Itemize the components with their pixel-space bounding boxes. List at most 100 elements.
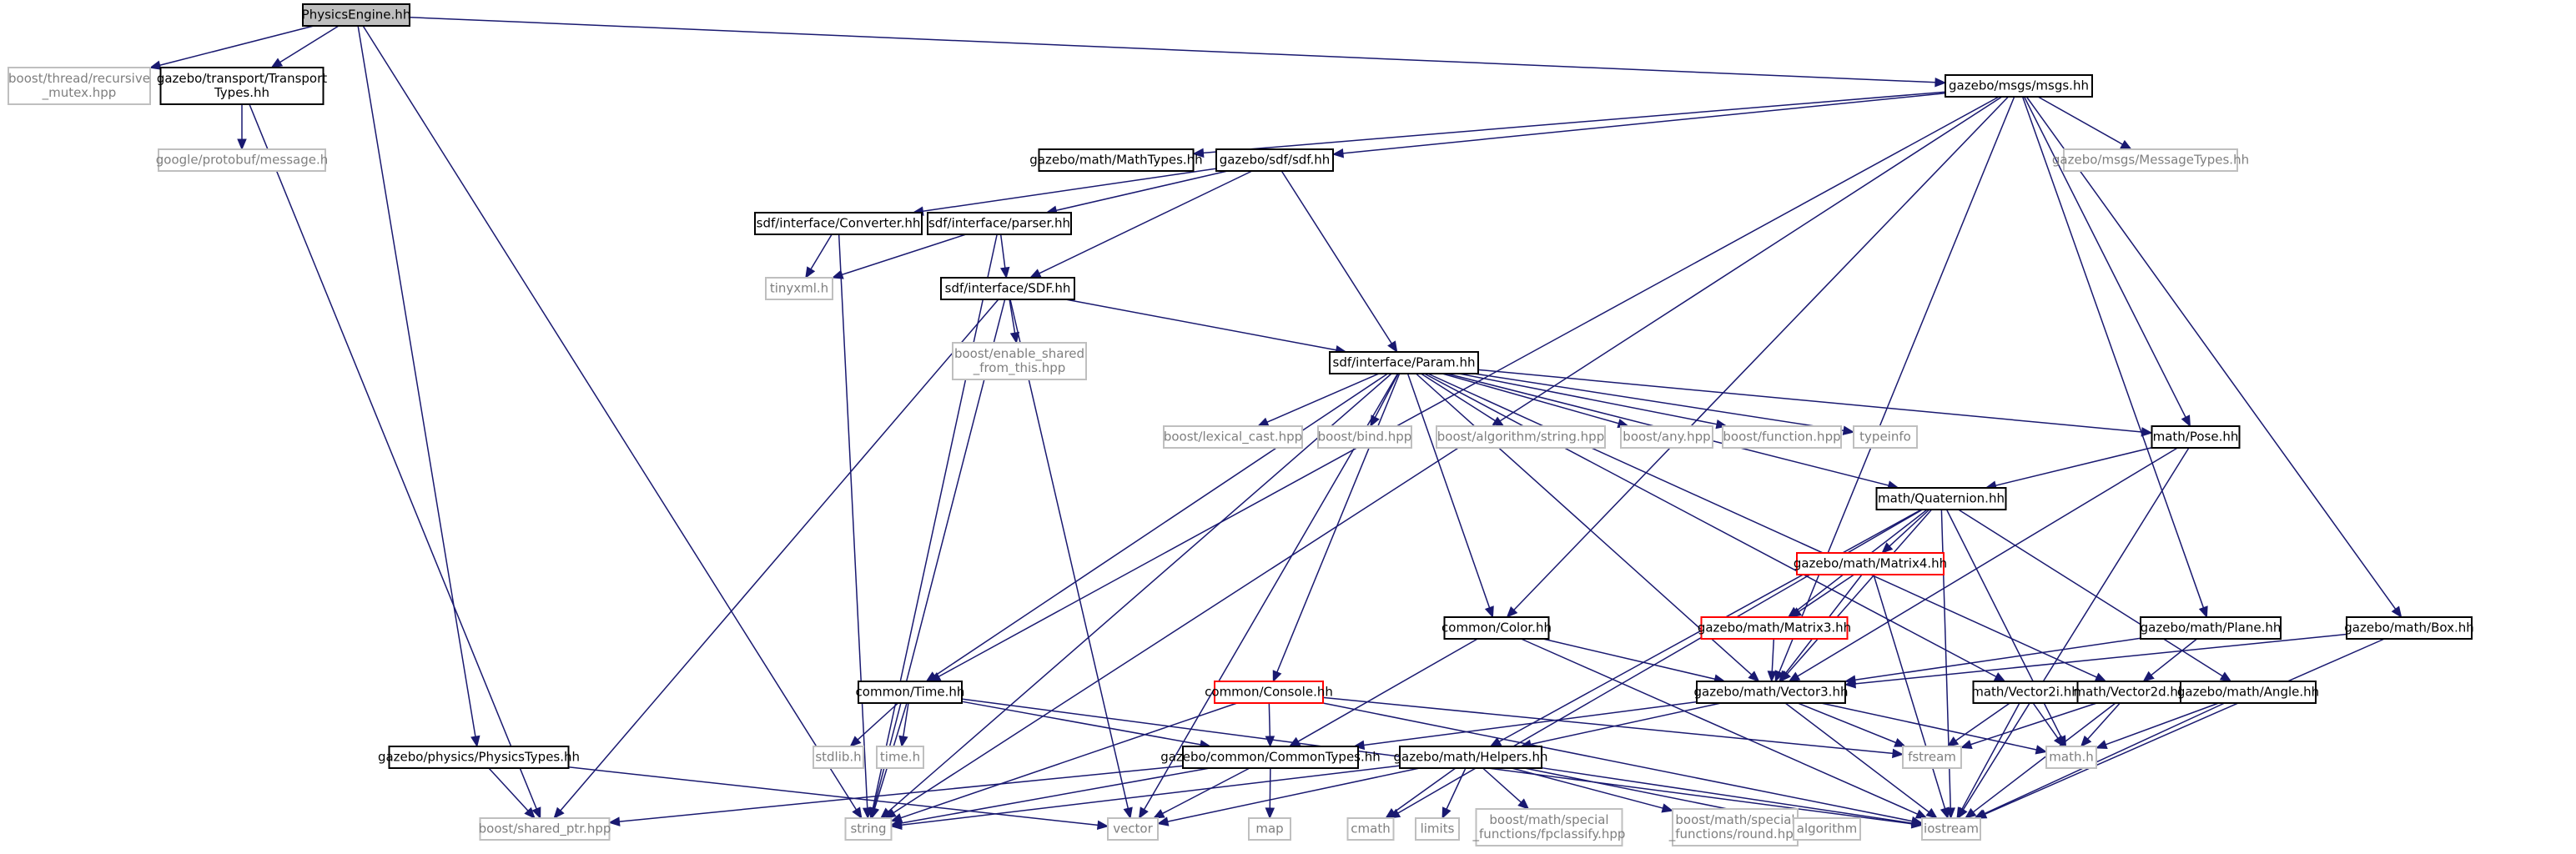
edge-PhysicsTypes-to-vector	[568, 766, 1099, 826]
node-parser[interactable]: sdf/interface/parser.hh	[927, 212, 1072, 235]
node-box	[158, 148, 326, 172]
node-Matrix4[interactable]: gazebo/math/Matrix4.hh	[1794, 552, 1947, 575]
node-label: math/Quaternion.hh	[1878, 491, 2005, 506]
node-sdf[interactable]: gazebo/sdf/sdf.hh	[1215, 148, 1334, 172]
node-label: tinyxml.h	[770, 281, 828, 296]
edge-Param-to-string	[888, 373, 1392, 812]
arrowhead-Helpers-to-cmath	[1385, 808, 1397, 819]
edge-Console-to-string	[900, 702, 1238, 819]
edge-PhysicsEngine-to-boost_recursive_mutex	[159, 25, 314, 66]
node-SDFhh[interactable]: sdf/interface/SDF.hh	[940, 277, 1075, 300]
node-Quaternion[interactable]: math/Quaternion.hh	[1875, 487, 2007, 510]
node-box	[858, 681, 963, 704]
node-layer: PhysicsEngine.hhboost/thread/recursive_m…	[8, 3, 2474, 846]
node-Time[interactable]: common/Time.hh	[856, 681, 965, 704]
node-label: _mutex.hpp	[42, 85, 117, 101]
arrowhead-Vector2i-to-mathh	[2053, 735, 2065, 748]
arrowhead-msgs-to-sdf	[1331, 148, 1345, 158]
arrowhead-Console-to-CommonTypes	[1265, 736, 1275, 748]
arrowhead-Converter-to-tinyxml	[805, 266, 816, 279]
node-box	[1875, 487, 2007, 510]
node-box	[1329, 351, 1479, 374]
arrowhead-msgs-to-Box	[2391, 605, 2402, 619]
node-Box[interactable]: gazebo/math/Box.hh	[2344, 616, 2474, 640]
node-Console[interactable]: common/Console.hh	[1205, 681, 1333, 704]
node-lexical_cast: boost/lexical_cast.hpp	[1163, 425, 1303, 449]
node-Param[interactable]: sdf/interface/Param.hh	[1329, 351, 1479, 374]
node-label: boost/math/special	[1489, 812, 1608, 827]
node-Vector2i[interactable]: math/Vector2i.hh	[1971, 681, 2080, 704]
node-Angle[interactable]: gazebo/math/Angle.hh	[2177, 681, 2319, 704]
edge-msgs-to-Pose	[2023, 96, 2186, 418]
node-label: typeinfo	[1859, 430, 1911, 445]
node-label: gazebo/sdf/sdf.hh	[1220, 153, 1331, 168]
edge-Param-to-any	[1441, 373, 1619, 424]
arrowhead-Helpers-to-fpclassify	[1517, 798, 1530, 810]
edge-TransportTypes-to-shared_ptr	[249, 103, 537, 810]
node-box	[1436, 425, 1606, 449]
arrowhead-Helpers-to-vector	[1156, 816, 1170, 826]
edge-msgs-to-Color	[1513, 96, 2010, 610]
arrowhead-Matrix4-to-iostream	[1940, 806, 1950, 820]
arrowhead-Matrix4-to-Vector3	[1779, 670, 1790, 683]
node-box	[479, 817, 611, 841]
node-label: gazebo/math/Matrix4.hh	[1794, 556, 1947, 571]
node-Color[interactable]: common/Color.hh	[1441, 616, 1552, 640]
arrowhead-Time-to-timeh	[898, 735, 908, 748]
node-Vector2d[interactable]: math/Vector2d.hh	[2074, 681, 2186, 704]
edge-Quaternion-to-Matrix4	[1889, 509, 1930, 547]
edge-Param-to-bind	[1374, 373, 1399, 418]
arrowhead-Param-to-vector	[1138, 806, 1149, 820]
edge-Helpers-to-cmath	[1393, 767, 1457, 813]
arrowhead-SDFhh-to-enable_shared	[1009, 331, 1020, 344]
edge-Plane-to-Vector2d	[2151, 638, 2198, 676]
arrowhead-msgs-to-MessageTypes	[2120, 139, 2133, 150]
node-box	[1399, 746, 1542, 769]
node-box	[927, 212, 1072, 235]
edge-sdf-to-parser	[1055, 170, 1228, 212]
node-label: gazebo/math/Plane.hh	[2141, 620, 2282, 635]
node-label: algorithm	[1797, 821, 1857, 836]
node-Plane[interactable]: gazebo/math/Plane.hh	[2140, 616, 2282, 640]
edge-sdf-to-Converter	[923, 168, 1217, 213]
node-enable_shared: boost/enable_shared_from_this.hpp	[952, 342, 1087, 380]
arrowhead-Param-to-Vector2d	[2094, 672, 2107, 682]
node-box	[844, 817, 893, 841]
edge-Matrix4-to-iostream	[1873, 574, 1946, 809]
arrowhead-SDFhh-to-shared_ptr	[553, 806, 565, 819]
node-Pose[interactable]: math/Pose.hh	[2151, 425, 2241, 449]
node-MathTypes[interactable]: gazebo/math/MathTypes.hh	[1029, 148, 1203, 172]
arrowhead-Time-to-string	[870, 806, 880, 820]
node-Vector3[interactable]: gazebo/math/Vector3.hh	[1694, 681, 1849, 704]
node-round: boost/math/special_functions/round.hpp	[1668, 808, 1801, 846]
node-timeh: time.h	[876, 746, 924, 769]
node-label: sdf/interface/Converter.hh	[757, 216, 921, 231]
node-label: gazebo/msgs/MessageTypes.hh	[2052, 153, 2249, 168]
arrowhead-Vector2d-to-mathh	[2080, 735, 2092, 747]
arrowhead-parser-to-tinyxml	[831, 269, 844, 279]
node-box	[1475, 808, 1623, 846]
edge-SDFhh-to-vector	[1009, 299, 1130, 809]
node-label: boost/lexical_cast.hpp	[1164, 430, 1302, 445]
node-PhysicsTypes[interactable]: gazebo/physics/PhysicsTypes.hh	[378, 746, 580, 769]
arrowhead-SDFhh-to-vector	[1123, 806, 1133, 820]
edge-Quaternion-to-Vector3	[1786, 509, 1933, 675]
node-Matrix3[interactable]: gazebo/math/Matrix3.hh	[1698, 616, 1851, 640]
node-label: boost/bind.hpp	[1318, 430, 1412, 445]
edge-parser-to-SDFhh	[999, 234, 1006, 269]
edge-SDFhh-to-string	[873, 299, 1006, 809]
node-label: math/Pose.hh	[2153, 430, 2239, 445]
arrowhead-Vector3-to-CommonTypes	[1352, 740, 1366, 751]
node-msgs[interactable]: gazebo/msgs/msgs.hh	[1945, 74, 2093, 98]
edge-Time-to-stdlib	[857, 702, 899, 741]
node-label: _functions/fpclassify.hpp	[1472, 826, 1626, 842]
node-label: gazebo/math/Angle.hh	[2177, 685, 2319, 700]
node-box	[1793, 817, 1861, 841]
node-CommonTypes[interactable]: gazebo/common/CommonTypes.hh	[1160, 746, 1381, 769]
node-label: gazebo/math/Helpers.hh	[1393, 750, 1547, 765]
node-Helpers[interactable]: gazebo/math/Helpers.hh	[1393, 746, 1548, 769]
node-PhysicsEngine[interactable]: PhysicsEngine.hh	[302, 3, 411, 27]
node-box	[1902, 746, 1962, 769]
node-Converter[interactable]: sdf/interface/Converter.hh	[754, 212, 923, 235]
